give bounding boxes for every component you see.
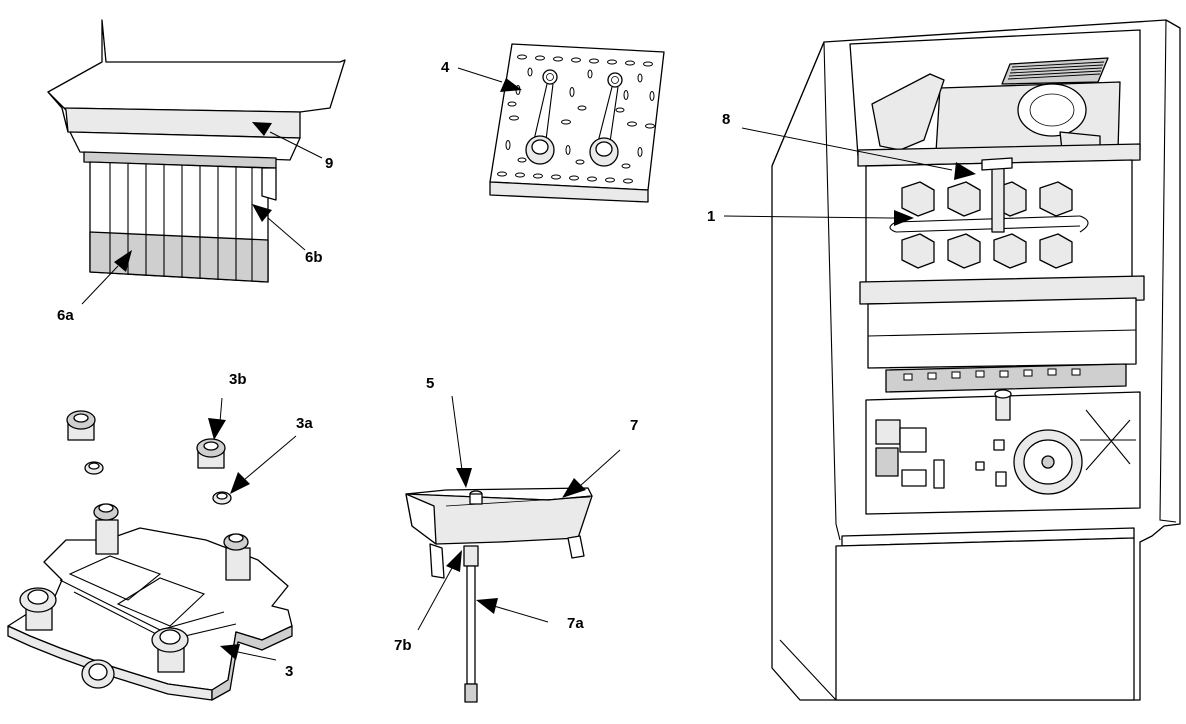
callout-1: 1 (707, 208, 914, 226)
control-slots (903, 368, 1081, 381)
arrow-7a (476, 598, 498, 614)
arrow-6b (252, 204, 272, 222)
callout-3b: 3b (208, 371, 247, 440)
callout-7b: 7b (394, 550, 462, 654)
plate-mount-right (589, 72, 623, 167)
baffle-assembly (47, 19, 346, 283)
label-9: 9 (325, 155, 333, 172)
base-knob-right (151, 627, 189, 673)
arrow-3b (208, 418, 226, 440)
base-knob-left (19, 587, 57, 631)
seal-ring-3a (212, 491, 232, 505)
label-6b: 6b (305, 249, 323, 266)
label-4: 4 (441, 59, 450, 76)
perforated-plate (489, 43, 665, 203)
label-7: 7 (630, 417, 638, 434)
arrow-7 (562, 478, 586, 498)
arrow-9 (252, 122, 272, 136)
arrow-6a (114, 250, 132, 272)
label-6a: 6a (57, 307, 74, 324)
appliance-cabinet (771, 19, 1181, 701)
arrow-7b (446, 550, 462, 572)
label-3a: 3a (296, 415, 313, 432)
arrow-1 (894, 210, 914, 226)
callout-5: 5 (426, 375, 472, 488)
arrow-5 (456, 468, 472, 488)
arrow-3 (220, 644, 240, 660)
nozzle-left (93, 503, 119, 555)
drip-tray-assembly (405, 487, 593, 703)
base-knob-front (81, 659, 115, 689)
label-1: 1 (707, 208, 715, 225)
arrow-4 (500, 78, 522, 92)
callout-8: 8 (722, 111, 976, 180)
label-8: 8 (722, 111, 730, 128)
label-7b: 7b (394, 637, 412, 654)
drain-pipe (463, 545, 479, 703)
nozzle-right (223, 533, 251, 581)
burner-base-assembly (7, 410, 293, 701)
label-5: 5 (426, 375, 434, 392)
heat-exchanger-cells (889, 181, 1089, 269)
callout-9: 9 (252, 122, 333, 172)
label-3: 3 (285, 663, 293, 680)
label-7a: 7a (567, 615, 584, 632)
callout-6b: 6b (252, 204, 323, 266)
arrow-8 (954, 162, 976, 180)
control-board (875, 389, 1136, 495)
callout-3: 3 (220, 644, 293, 680)
plate-mount-left (525, 69, 558, 165)
fin-blades (89, 161, 269, 283)
callout-3a: 3a (230, 415, 313, 494)
nut-3b (196, 438, 226, 469)
vent-slots (1007, 61, 1105, 80)
callout-4: 4 (441, 59, 522, 92)
callout-7a: 7a (476, 598, 584, 632)
callout-6a: 6a (57, 250, 132, 324)
callout-7: 7 (562, 417, 638, 498)
nut-left (66, 410, 96, 441)
label-3b: 3b (229, 371, 247, 388)
seal-ring-left (84, 461, 104, 475)
arrow-3a (230, 472, 250, 494)
